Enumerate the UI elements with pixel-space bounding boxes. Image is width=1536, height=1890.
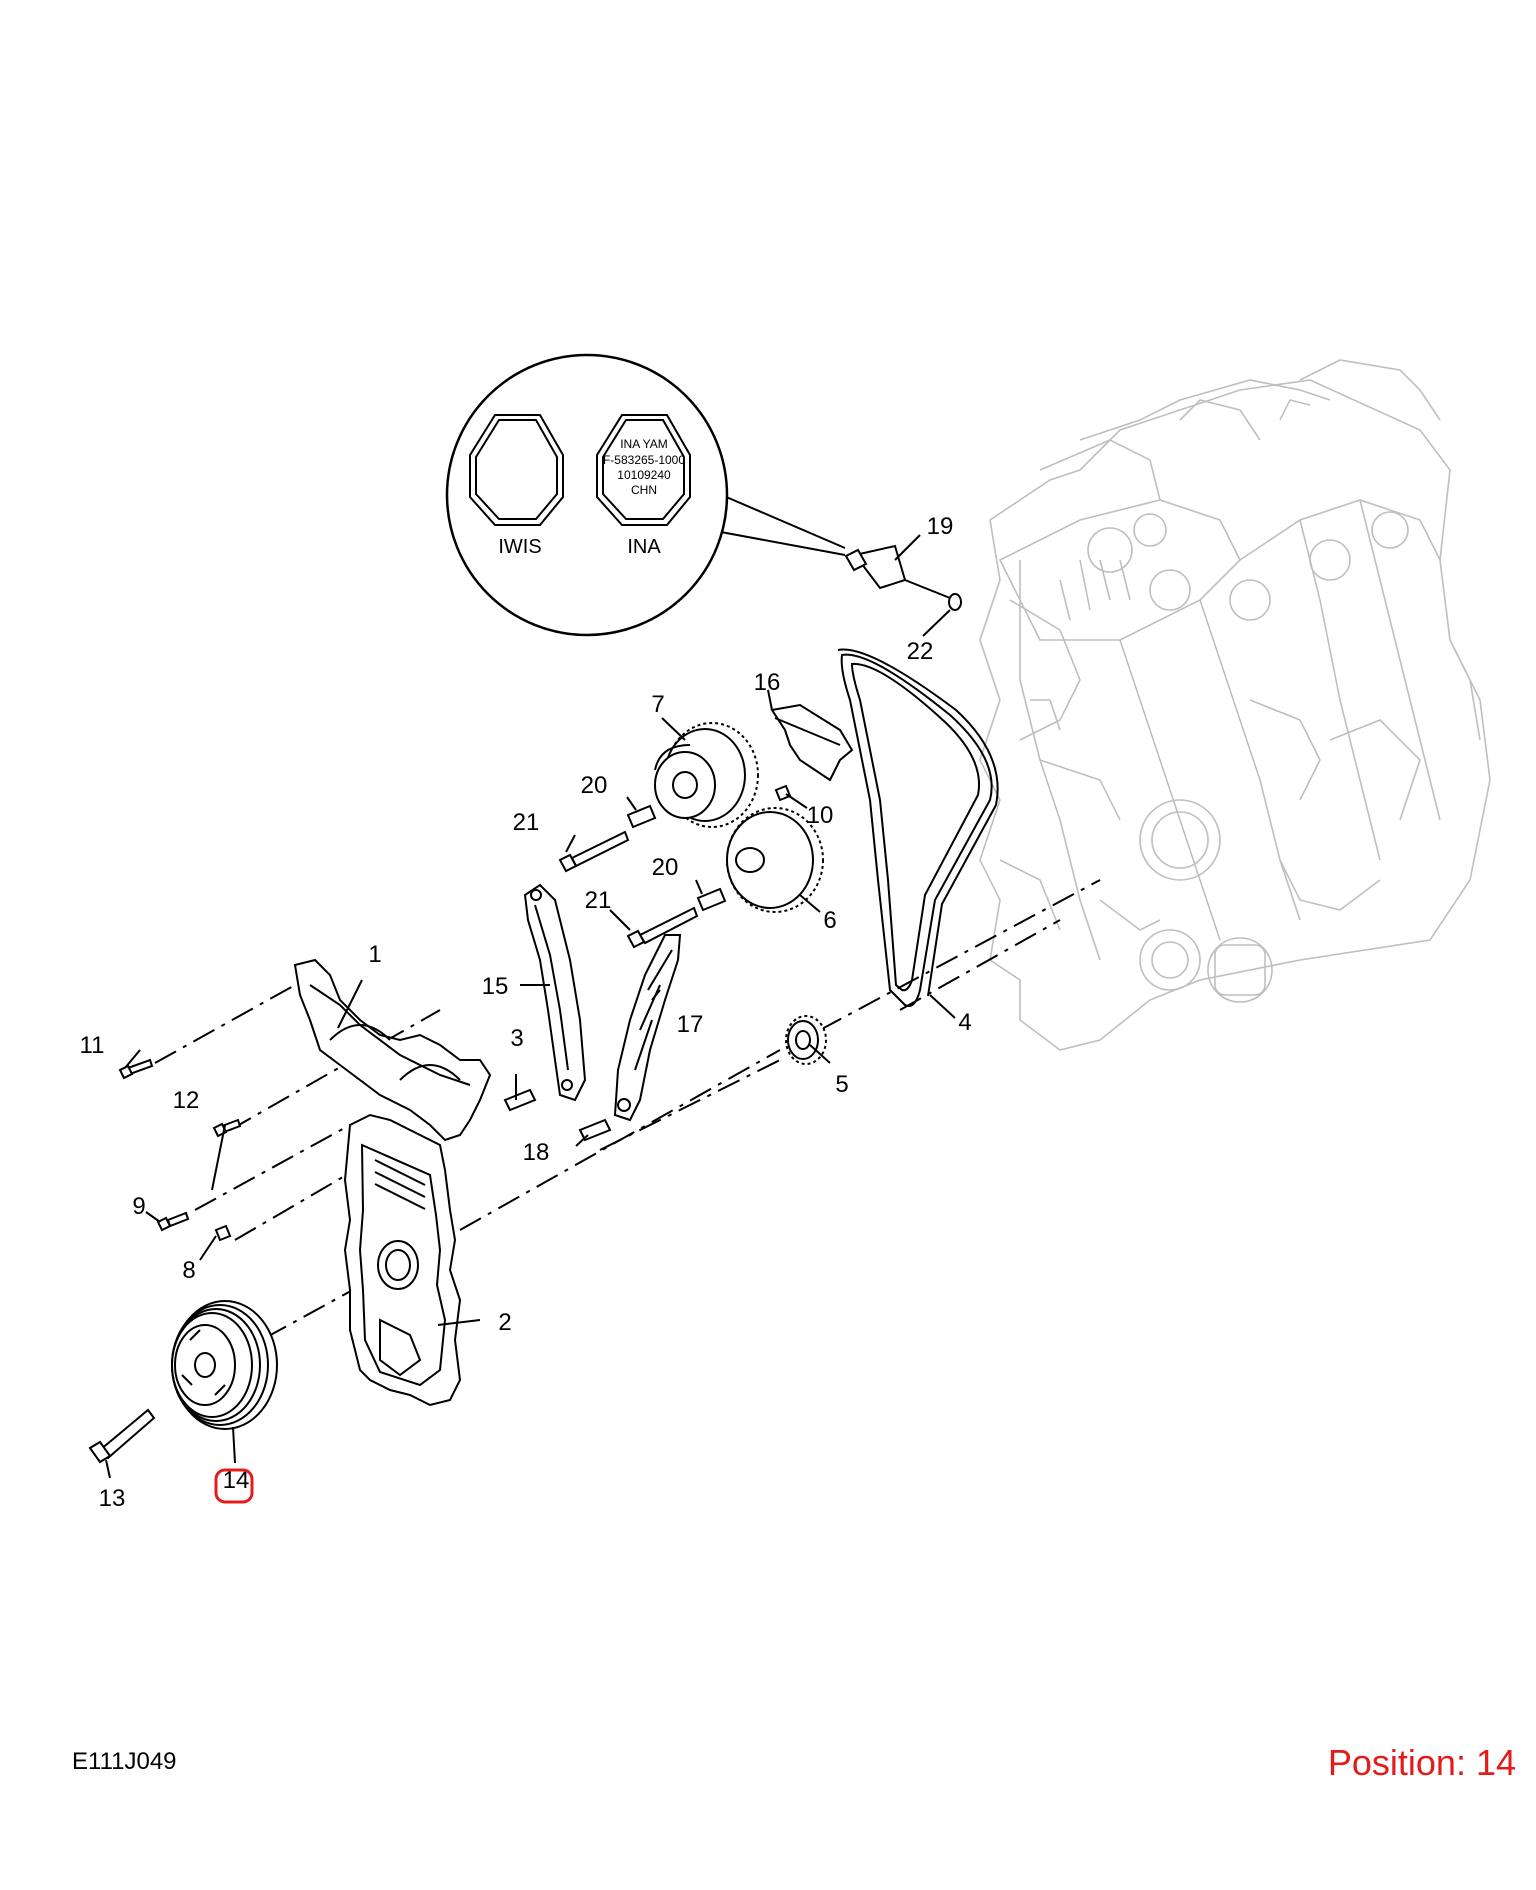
crank-sprocket: [785, 1015, 827, 1065]
timing-chain: [837, 648, 999, 1007]
callout-numbers: 1 2 3 4 5 6 7 8 9 10 11 12 13 14 15 16 1…: [80, 513, 972, 1512]
callout-11[interactable]: 11: [80, 1032, 105, 1059]
leader-lines: [105, 534, 956, 1479]
callout-13[interactable]: 13: [99, 1485, 126, 1512]
stamp-line-3: 10109240: [617, 468, 671, 482]
alignment-centerlines: [154, 879, 1101, 1339]
stamp-line-2: F-583265-1000: [603, 453, 685, 467]
iwis-label: IWIS: [498, 536, 541, 558]
intake-cam-phaser: [654, 722, 759, 828]
callout-18[interactable]: 18: [523, 1139, 550, 1166]
callout-19[interactable]: 19: [927, 513, 954, 540]
detail-inset: INA YAM F-583265-1000 10109240 CHN IWIS …: [445, 353, 846, 637]
callout-1[interactable]: 1: [368, 941, 381, 968]
stamp-line-4: CHN: [631, 483, 657, 497]
callout-20-lower[interactable]: 20: [652, 854, 679, 881]
engine-block: [979, 359, 1491, 1051]
callout-10[interactable]: 10: [807, 802, 834, 829]
callout-9[interactable]: 9: [132, 1193, 145, 1220]
tensioner-arm: [613, 934, 682, 1122]
callout-21-upper[interactable]: 21: [513, 809, 540, 836]
callout-3[interactable]: 3: [510, 1025, 523, 1052]
callout-21-lower[interactable]: 21: [585, 887, 612, 914]
callout-22[interactable]: 22: [907, 638, 934, 665]
callout-20-upper[interactable]: 20: [581, 772, 608, 799]
ina-hex-nut: [596, 414, 691, 526]
callout-15[interactable]: 15: [482, 973, 509, 1000]
upper-guide-bracket: [770, 703, 854, 782]
callout-5[interactable]: 5: [835, 1071, 848, 1098]
callout-2[interactable]: 2: [498, 1309, 511, 1336]
callout-6[interactable]: 6: [823, 907, 836, 934]
crankshaft-pulley: [171, 1300, 278, 1430]
upper-timing-cover: [293, 958, 492, 1142]
callout-4[interactable]: 4: [958, 1009, 971, 1036]
callout-16[interactable]: 16: [754, 669, 781, 696]
figure-code: E111J049: [72, 1748, 177, 1775]
lower-timing-cover: [343, 1113, 462, 1407]
iwis-hex-nut: [469, 414, 564, 526]
chain-guide: [523, 883, 587, 1102]
exhaust-cam-phaser: [726, 807, 824, 913]
callout-12[interactable]: 12: [173, 1087, 200, 1114]
callout-17[interactable]: 17: [677, 1011, 704, 1038]
stamp-line-1: INA YAM: [620, 437, 668, 451]
position-indicator: Position: 14: [1327, 1742, 1516, 1783]
selected-callout-highlight: [214, 1468, 254, 1504]
callout-7[interactable]: 7: [651, 691, 664, 718]
ina-label: INA: [627, 536, 661, 558]
callout-8[interactable]: 8: [182, 1257, 195, 1284]
